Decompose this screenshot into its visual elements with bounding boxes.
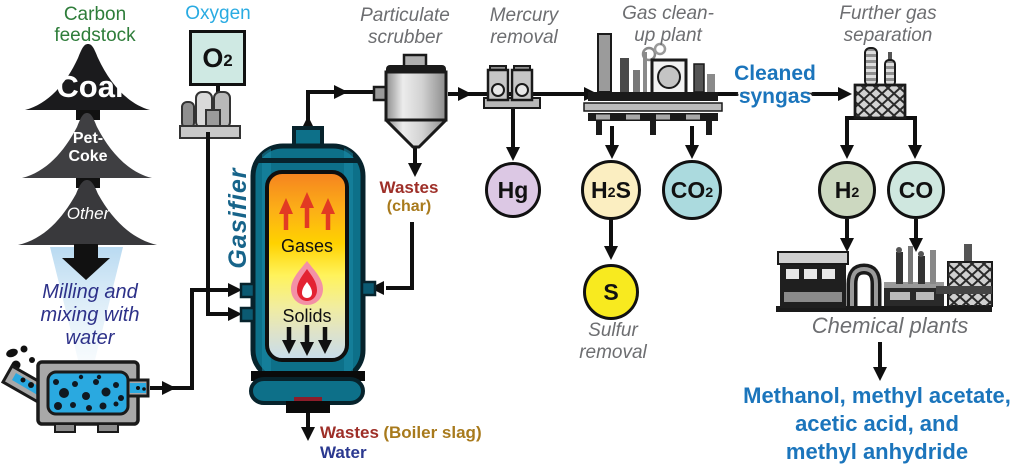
products-label: Methanol, methyl acetate, acetic acid, a… [743, 383, 1011, 464]
chemical-plants-icon [776, 244, 993, 312]
carbon-feedstock-line1: Carbon [63, 4, 127, 25]
flow-arrowheads [162, 85, 923, 441]
gasifier-label: Gasifier [224, 167, 252, 269]
scrubber-vessel-icon [372, 53, 448, 149]
gas-up-arrows [283, 206, 331, 230]
gases-label: Gases [280, 236, 334, 256]
gas-cleanup-label: Gas clean- up plant [622, 3, 714, 46]
chemical-plants-label: Chemical plants [811, 313, 969, 338]
cleaned-syngas-label: Cleaned syngas [734, 62, 816, 108]
gas-cleanup-plant-icon [583, 33, 723, 135]
carbon-feedstock-line2: feedstock [54, 25, 136, 47]
mill-icon [0, 345, 150, 433]
feedstock-down-arrow [62, 244, 110, 280]
wastes-slag-label: Wastes (Boiler slag) [320, 423, 482, 442]
oxygen-label: Oxygen [185, 3, 251, 24]
mercury-filter-icon [483, 65, 541, 109]
s-circle: S [583, 264, 639, 320]
solids-label: Solids [282, 306, 332, 326]
petcoke-label: Pet- Coke [68, 130, 108, 165]
mercury-removal-label: Mercury removal [489, 5, 559, 48]
milling-label: Milling and mixing with water [40, 281, 140, 349]
funnel [50, 247, 123, 372]
feedstock-piles-icon [18, 44, 157, 245]
wastes-char-label: Wastes (char) [379, 178, 439, 215]
gasifier-vessel [239, 126, 377, 413]
water-label: Water [320, 443, 367, 462]
particulate-scrubber-label: Particulate scrubber [360, 5, 450, 48]
sulfur-removal-label: Sulfur removal [579, 320, 647, 363]
other-label: Other [66, 204, 110, 223]
hg-circle: Hg [485, 162, 541, 218]
co-circle: CO [887, 161, 945, 219]
further-separation-label: Further gas separation [839, 3, 937, 46]
flame-icon [291, 261, 323, 305]
coal-label: Coal [56, 69, 124, 104]
solids-down-arrows [286, 325, 328, 344]
oxygen-plant-icon [179, 84, 241, 139]
carbon-feedstock-label: Carbon feedstock [25, 4, 165, 47]
gas-separation-unit-icon [853, 47, 907, 120]
